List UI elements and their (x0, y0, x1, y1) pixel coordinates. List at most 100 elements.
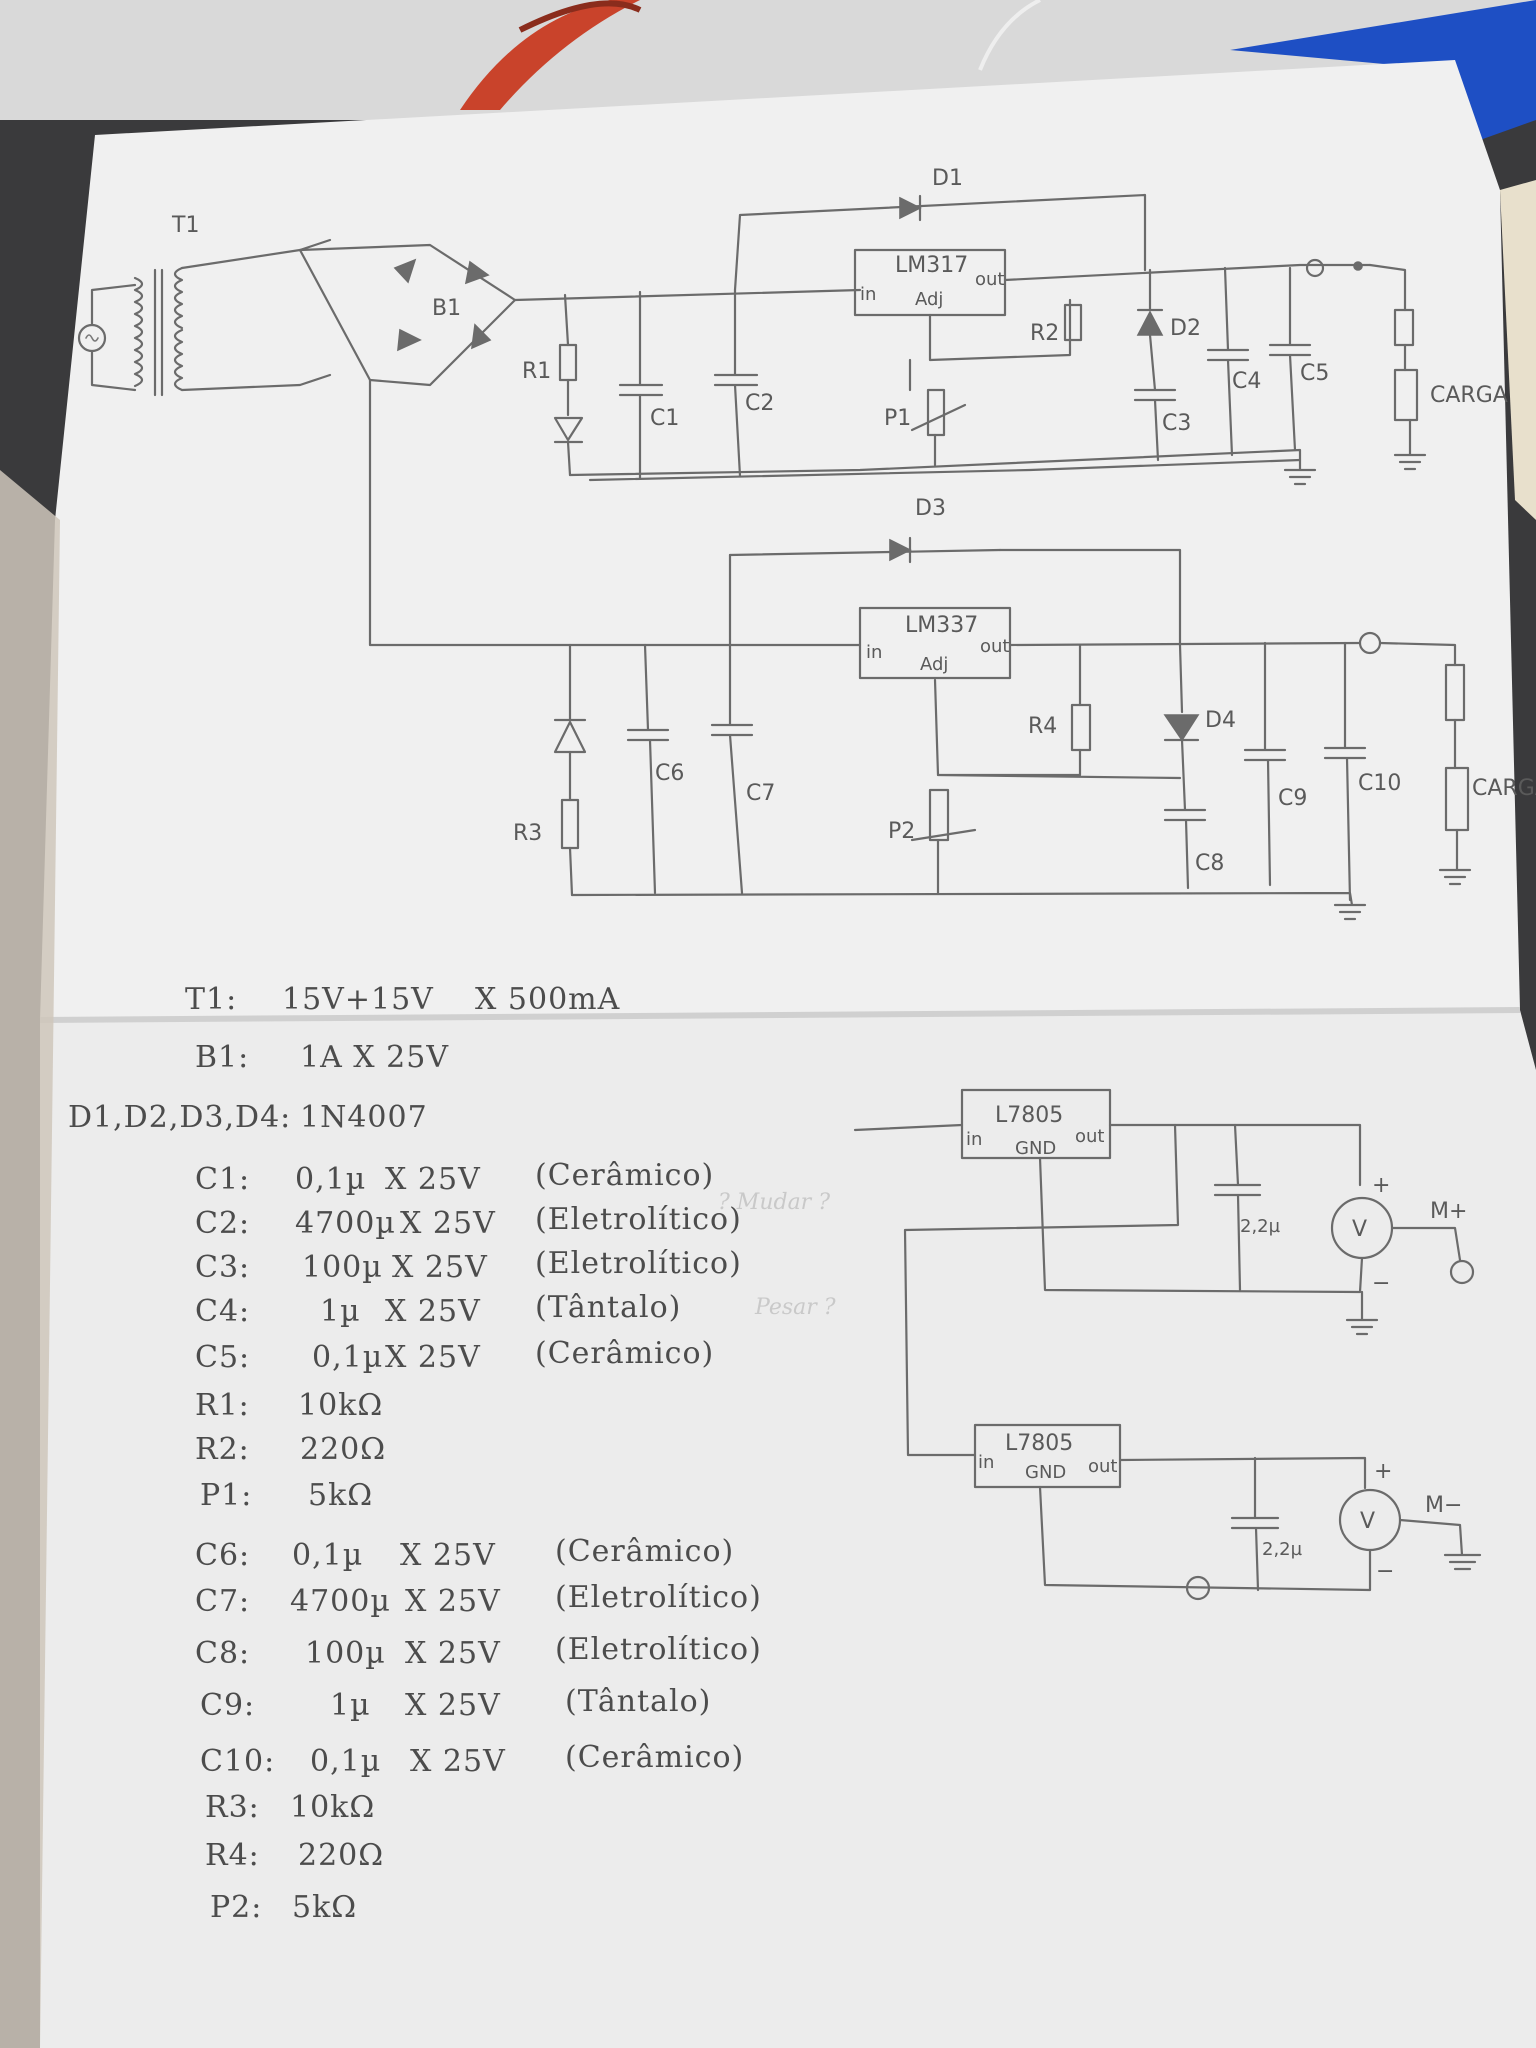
part-r2-ref: R2: (195, 1432, 250, 1467)
part-c1-note: (Cerâmico) (535, 1158, 715, 1193)
lm337-adj: Adj (920, 654, 948, 675)
part-c3-ref: C3: (195, 1250, 251, 1285)
faint-note-2: Pesar ? (755, 1295, 836, 1320)
part-c5-note: (Cerâmico) (535, 1336, 715, 1371)
part-c7-ref: C7: (195, 1584, 251, 1619)
meter-lower-minus: − (1376, 1559, 1394, 1584)
meter-lower-symbol: V (1360, 1509, 1375, 1534)
lm317-label: LM317 (895, 253, 968, 278)
c8-label: C8 (1195, 851, 1224, 876)
part-c9-spec: X 25V (405, 1688, 501, 1723)
meter-upper-symbol: V (1352, 1217, 1367, 1242)
b1-label: B1 (432, 296, 461, 321)
transformer-t1: T1 (77, 213, 332, 397)
c5-label: C5 (1300, 361, 1329, 386)
part-t1-value: 15V+15V (282, 982, 434, 1017)
l7805-upper-in: in (966, 1129, 982, 1150)
part-c9-note: (Tântalo) (565, 1684, 712, 1719)
c1-c2-caps: C1 C2 (618, 288, 774, 480)
l7805-upper-out: out (1075, 1126, 1104, 1147)
part-r3-value: 10kΩ (290, 1790, 376, 1825)
part-c8-spec: X 25V (405, 1636, 501, 1671)
lm337-label: LM337 (905, 613, 978, 638)
part-p1-value: 5kΩ (308, 1478, 374, 1513)
part-c10-value: 0,1µ (310, 1744, 382, 1779)
l7805-upper-label: L7805 (995, 1103, 1063, 1128)
bridge-b1: B1 (298, 243, 517, 387)
c10-label: C10 (1358, 771, 1401, 796)
part-c2-ref: C2: (195, 1206, 251, 1241)
part-c8-value: 100µ (305, 1636, 386, 1671)
part-diodes-value: 1N4007 (300, 1100, 428, 1135)
c9-label: C9 (1278, 786, 1307, 811)
lm337-out: out (980, 636, 1009, 657)
part-c3-spec: X 25V (392, 1250, 488, 1285)
part-r4-value: 220Ω (298, 1838, 385, 1873)
part-c5-spec: X 25V (385, 1340, 481, 1375)
part-c9-value: 1µ (330, 1688, 371, 1723)
part-c8-ref: C8: (195, 1636, 251, 1671)
meter-upper-plus: + (1372, 1173, 1390, 1198)
part-c10-note: (Cerâmico) (565, 1740, 745, 1775)
part-c5-ref: C5: (195, 1340, 251, 1375)
part-t1-ref: T1: (185, 982, 238, 1017)
part-b1-value: 1A X 25V (300, 1040, 450, 1075)
r4-label: R4 (1028, 714, 1057, 739)
carga-bottom-label: CARGA (1472, 776, 1536, 801)
r1-led-branch: R1 (522, 293, 584, 477)
c1-label: C1 (650, 406, 679, 431)
p1-r2: R2 P1 (884, 298, 1083, 467)
part-c6-ref: C6: (195, 1538, 251, 1573)
c6-label: C6 (655, 761, 684, 786)
part-c7-spec: X 25V (405, 1584, 501, 1619)
part-c6-value: 0,1µ (292, 1538, 364, 1573)
c6-c7-caps: C6 C7 (626, 638, 775, 895)
l7805-lower-gnd: GND (1025, 1462, 1066, 1483)
part-c4-spec: X 25V (385, 1294, 481, 1329)
l7805-lower-label: L7805 (1005, 1431, 1073, 1456)
part-c9-ref: C9: (200, 1688, 256, 1723)
meter-upper-minus: − (1372, 1271, 1390, 1296)
r3-led-branch: R3 (513, 643, 587, 897)
part-r1-ref: R1: (195, 1388, 250, 1423)
d3-label: D3 (915, 496, 946, 521)
part-diodes-ref: D1,D2,D3,D4: (68, 1100, 292, 1135)
part-b1-ref: B1: (195, 1040, 250, 1075)
cap-lower-label: 2,2µ (1262, 1539, 1303, 1560)
part-t1-spec: X 500mA (475, 982, 621, 1017)
part-p2-value: 5kΩ (292, 1890, 358, 1925)
l7805-lower-out: out (1088, 1456, 1117, 1477)
blue-tool (1230, 0, 1536, 140)
l7805-upper-gnd: GND (1015, 1138, 1056, 1159)
part-c7-value: 4700µ (290, 1584, 391, 1619)
regulator-lm337: LM337 in out Adj (858, 606, 1012, 680)
part-p1-ref: P1: (200, 1478, 253, 1513)
part-r4-ref: R4: (205, 1838, 260, 1873)
carga-top-label: CARGA (1430, 383, 1508, 408)
p2-label: P2 (888, 819, 915, 844)
part-c2-spec: X 25V (400, 1206, 496, 1241)
part-c2-value: 4700µ (295, 1206, 396, 1241)
r3-label: R3 (513, 821, 542, 846)
d2-c3-c4-c5: D2 C3 C4 C5 (568, 266, 1329, 486)
d4-c8-c9-c10: D4 C8 C9 C10 (570, 641, 1401, 921)
faint-note-1: ? Mudar ? (718, 1190, 830, 1215)
p2-r4: P2 R4 (888, 643, 1182, 895)
part-c6-note: (Cerâmico) (555, 1534, 735, 1569)
m-plus-label: M+ (1430, 1199, 1467, 1224)
part-c2-note: (Eletrolítico) (535, 1202, 742, 1237)
part-r3-ref: R3: (205, 1790, 260, 1825)
p1-label: P1 (884, 406, 911, 431)
lm317-adj: Adj (915, 289, 943, 310)
part-c6-spec: X 25V (400, 1538, 496, 1573)
lm337-in: in (866, 642, 882, 663)
lm317-in: in (860, 284, 876, 305)
part-c1-ref: C1: (195, 1162, 251, 1197)
cap-upper-label: 2,2µ (1240, 1216, 1281, 1237)
r2-label: R2 (1030, 321, 1059, 346)
m-minus-label: M− (1425, 1493, 1462, 1518)
part-c5-value: 0,1µ (312, 1340, 384, 1375)
r1-label: R1 (522, 359, 551, 384)
